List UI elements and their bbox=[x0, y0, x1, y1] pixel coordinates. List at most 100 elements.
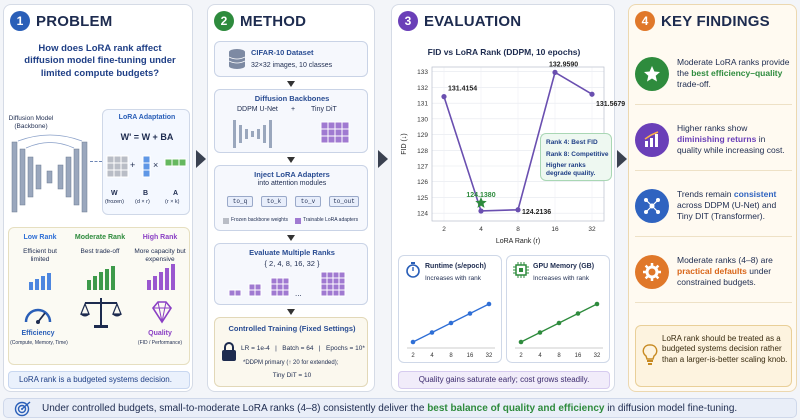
data-point bbox=[515, 207, 521, 213]
bar-chart-icon bbox=[635, 122, 669, 157]
b-sub: (d × r) bbox=[135, 199, 150, 205]
step-number: 3 bbox=[398, 11, 418, 31]
data-label: 131.4154 bbox=[448, 86, 477, 93]
diamond-icon bbox=[152, 301, 172, 324]
module-to-q: to_q bbox=[227, 196, 253, 207]
evaluation-panel: 3 EVALUATION FID vs LoRA Rank (DDPM, 10 … bbox=[391, 4, 625, 392]
down-arrow bbox=[287, 235, 295, 241]
efficiency-sub: (Compute, Memory, Time) bbox=[10, 340, 68, 346]
inject-title: Inject LoRA Adapters bbox=[254, 170, 330, 179]
x-tick-label: 16 bbox=[575, 353, 582, 359]
x-tick-label: 4 bbox=[430, 353, 434, 359]
rank-high-title: High Rank bbox=[142, 234, 178, 241]
eval-sub: { 2, 4, 8, 16, 32 } bbox=[264, 259, 320, 268]
rank-ellipsis: ... bbox=[295, 289, 302, 298]
module-to-k: to_k bbox=[261, 196, 287, 207]
finding-highlight: best efficiency–quality bbox=[691, 68, 783, 79]
finding-text: under constrained budgets. bbox=[677, 266, 772, 287]
unet-diagram bbox=[11, 134, 88, 213]
finding-text: Higher ranks show bbox=[677, 123, 748, 134]
b-label: B bbox=[143, 190, 149, 197]
rank-moderate-title: Moderate Rank bbox=[74, 234, 126, 241]
x-tick-label: 2 bbox=[519, 353, 523, 359]
finding-item: Moderate LoRA ranks provide the best eff… bbox=[635, 43, 792, 105]
backbone-plus: + bbox=[291, 106, 296, 113]
data-label: 124.1380 bbox=[466, 192, 495, 199]
training-settings-box: Controlled Training (Fixed Settings) LR … bbox=[214, 317, 368, 387]
x-tick-label: 4 bbox=[538, 353, 542, 359]
problem-panel: 1 PROBLEM How does LoRA rank affect diff… bbox=[3, 4, 193, 392]
research-question: How does LoRA rank affect diffusion mode… bbox=[24, 43, 176, 79]
train-title: Controlled Training (Fixed Settings) bbox=[228, 324, 356, 333]
y-axis-label: FID (↓) bbox=[401, 133, 408, 154]
down-arrow bbox=[287, 81, 295, 87]
rank-bars bbox=[29, 264, 175, 290]
step-number: 4 bbox=[635, 11, 655, 31]
w-label: W bbox=[111, 190, 118, 197]
data-point bbox=[478, 208, 484, 214]
trend-point bbox=[594, 301, 600, 307]
down-arrow bbox=[287, 309, 295, 315]
data-label: 131.5679 bbox=[596, 101, 625, 108]
stopwatch-icon bbox=[406, 262, 420, 278]
trend-point bbox=[410, 339, 416, 345]
data-point bbox=[552, 69, 558, 75]
lock-icon bbox=[222, 342, 236, 361]
flow-arrow bbox=[378, 150, 388, 168]
dataset-title: CIFAR-10 Dataset bbox=[251, 48, 314, 57]
y-tick-label: 133 bbox=[417, 69, 428, 76]
note-text: LoRA rank should be treated as a budgete… bbox=[662, 334, 788, 364]
train-line2: *DDPM primary (↑ 20 for extended); bbox=[243, 360, 339, 366]
finding-text: in quality while increasing cost. bbox=[677, 134, 785, 155]
x-tick-label: 32 bbox=[594, 353, 601, 359]
finding-text: trade-off. bbox=[677, 78, 711, 89]
gpu-chip-icon bbox=[513, 262, 529, 278]
database-icon bbox=[228, 49, 246, 69]
evaluation-title: EVALUATION bbox=[424, 12, 522, 30]
trend-point bbox=[486, 301, 492, 307]
lora-title: LoRA Adaptation bbox=[118, 114, 176, 121]
finding-text: across DDPM (U-Net) and Tiny DIT (Transf… bbox=[677, 200, 777, 221]
data-point bbox=[589, 91, 595, 97]
rank-low-title: Low Rank bbox=[23, 234, 57, 241]
y-tick-label: 129 bbox=[417, 132, 428, 139]
banner-text: Under controlled budgets, small-to-moder… bbox=[42, 402, 425, 414]
x-axis-label: LoRA Rank (r) bbox=[496, 238, 540, 245]
gpu-title: GPU Memory (GB) bbox=[533, 263, 595, 270]
trend-point bbox=[556, 320, 562, 326]
backbones-box: Diffusion Backbones DDPM U-Net + Tiny Di… bbox=[214, 89, 368, 153]
rank-grids bbox=[228, 271, 346, 297]
finding-text: Moderate LoRA ranks provide the bbox=[677, 57, 790, 79]
best-point-star bbox=[475, 196, 487, 208]
finding-highlight: practical defaults bbox=[677, 266, 747, 277]
finding-highlight: consistent bbox=[733, 189, 777, 200]
finding-item: Moderate ranks (4–8) are practical defau… bbox=[635, 241, 792, 303]
y-tick-label: 126 bbox=[417, 179, 428, 186]
lora-adaptation-card: LoRA Adaptation W' = W + BA + × W (froze… bbox=[102, 109, 190, 215]
runtime-title: Runtime (s/epoch) bbox=[425, 263, 487, 270]
lora-matrices bbox=[106, 155, 187, 178]
lora-equation: W' = W + BA bbox=[120, 132, 174, 142]
a-sub: (r × k) bbox=[165, 199, 180, 205]
network-icon bbox=[635, 188, 669, 223]
backbone-diagrams bbox=[233, 120, 350, 148]
quality-sub: (FID / Performance) bbox=[137, 340, 183, 346]
backbone-unet: DDPM U-Net bbox=[237, 106, 278, 113]
callout-line3: Higher ranks degrade quality. bbox=[546, 162, 596, 178]
trend-point bbox=[467, 311, 473, 316]
y-tick-label: 132 bbox=[417, 85, 428, 92]
problem-header: 1 PROBLEM bbox=[10, 11, 112, 31]
x-tick-label: 2 bbox=[411, 353, 415, 359]
rank-high-desc: More capacity but expensive bbox=[134, 248, 186, 264]
gauge-icon bbox=[24, 308, 52, 324]
finding-text: Trends remain bbox=[677, 189, 734, 200]
rank-low-desc: Efficient but limited bbox=[23, 248, 57, 264]
module-to-v: to_v bbox=[295, 196, 321, 207]
evaluate-ranks-box: Evaluate Multiple Ranks { 2, 4, 8, 16, 3… bbox=[214, 243, 368, 305]
y-tick-label: 130 bbox=[417, 116, 428, 123]
problem-footer: LoRA rank is a budgeted systems decision… bbox=[8, 371, 190, 389]
balance-scale-icon bbox=[80, 298, 122, 328]
